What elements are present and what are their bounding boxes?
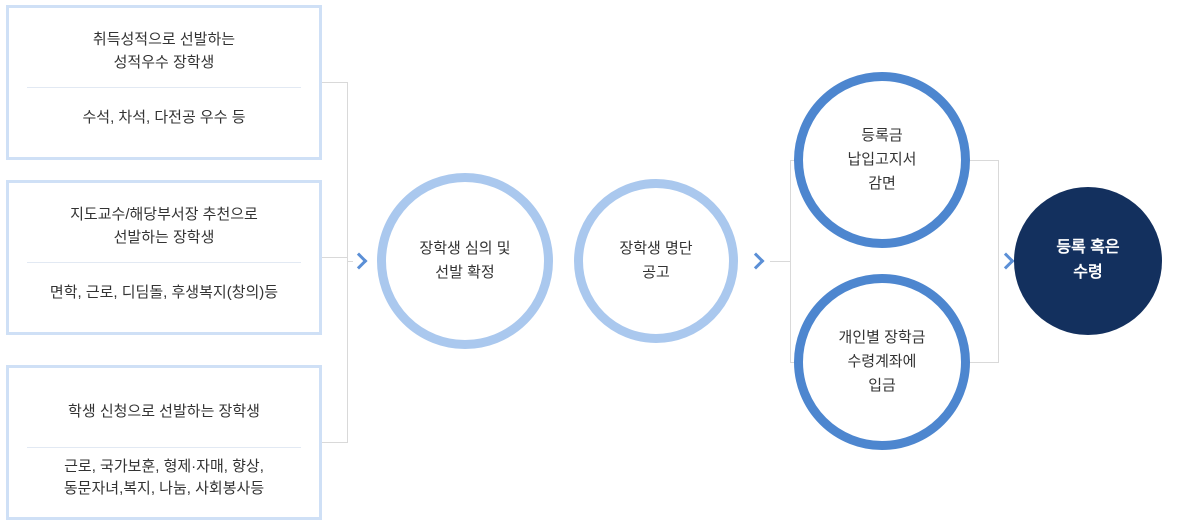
outcome-deposit-label: 개인별 장학금 수령계좌에 입금 (838, 329, 926, 394)
source-box-title: 학생 신청으로 선발하는 장학생 (68, 402, 260, 420)
source-box-desc: 면학, 근로, 디딤돌, 후생복지(창의)등 (49, 284, 279, 302)
arrow-right-icon (997, 252, 1015, 270)
final-step-label: 등록 혹은 수령 (1056, 239, 1120, 281)
source-box-merit: 취득성적으로 선발하는 성적우수 장학생 수석, 차석, 다전공 우수 등 (6, 5, 322, 160)
step-announce-label: 장학생 명단 공고 (619, 240, 693, 281)
divider (27, 446, 301, 448)
connector-line (347, 261, 353, 262)
connector-line (962, 362, 998, 363)
outcome-tuition-circle: 등록금 납입고지서 감면 (794, 72, 970, 248)
arrow-right-icon (747, 252, 765, 270)
divider (27, 261, 301, 263)
arrow-right-icon (350, 252, 368, 270)
outcome-tuition-label: 등록금 납입고지서 감면 (847, 127, 917, 192)
step-announce-circle: 장학생 명단 공고 (574, 179, 738, 343)
source-box-desc: 수석, 차석, 다전공 우수 등 (82, 109, 246, 127)
outcome-deposit-circle: 개인별 장학금 수령계좌에 입금 (794, 274, 970, 450)
connector-line (790, 160, 791, 363)
source-box-desc: 근로, 국가보훈, 형제·자매, 향상, 동문자녀,복지, 나눔, 사회봉사등 (63, 457, 265, 498)
connector-line (322, 82, 348, 83)
final-step-circle: 등록 혹은 수령 (1014, 187, 1162, 335)
source-box-application: 학생 신청으로 선발하는 장학생 근로, 국가보훈, 형제·자매, 향상, 동문… (6, 365, 322, 520)
divider (27, 86, 301, 88)
source-box-title: 취득성적으로 선발하는 성적우수 장학생 (92, 31, 236, 72)
source-box-title: 지도교수/해당부서장 추천으로 선발하는 장학생 (70, 206, 258, 247)
connector-line (322, 442, 348, 443)
connector-line (347, 82, 348, 443)
connector-line (770, 261, 790, 262)
connector-line (998, 160, 999, 363)
step-review-label: 장학생 심의 및 선발 확정 (419, 240, 511, 281)
source-box-recommendation: 지도교수/해당부서장 추천으로 선발하는 장학생 면학, 근로, 디딤돌, 후생… (6, 180, 322, 335)
connector-line (322, 257, 348, 258)
connector-line (962, 160, 998, 161)
step-review-circle: 장학생 심의 및 선발 확정 (377, 173, 553, 349)
